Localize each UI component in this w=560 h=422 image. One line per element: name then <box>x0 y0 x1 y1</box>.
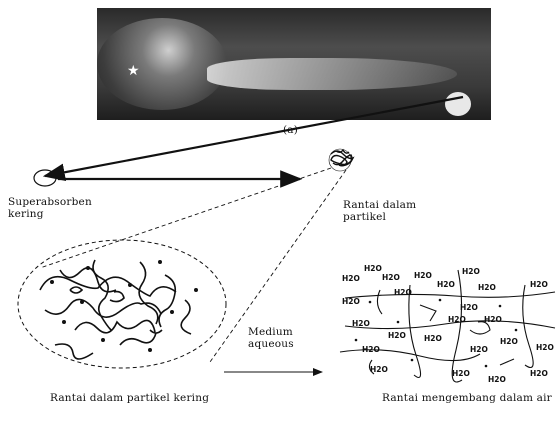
h2o-label: H2O <box>388 331 406 340</box>
h2o-label: H2O <box>342 297 360 306</box>
swollen-chains-label: Rantai mengembang dalam air <box>382 392 560 404</box>
chain-particle <box>329 149 353 171</box>
h2o-label: H2O <box>500 337 518 346</box>
dry-network <box>18 240 226 368</box>
h2o-label: H2O <box>488 375 506 384</box>
h2o-label: H2O <box>462 267 480 276</box>
h2o-label: H2O <box>352 319 370 328</box>
h2o-label: H2O <box>452 369 470 378</box>
h2o-label: H2O <box>536 343 554 352</box>
h2o-label: H2O <box>424 334 442 343</box>
h2o-label: H2O <box>342 274 360 283</box>
h2o-label: H2O <box>484 315 502 324</box>
h2o-label: H2O <box>364 264 382 273</box>
h2o-label: H2O <box>448 315 466 324</box>
photo-to-particle-arrow <box>45 97 463 176</box>
h2o-label: H2O <box>470 345 488 354</box>
h2o-label: H2O <box>394 288 412 297</box>
dry-chains-label: Rantai dalam partikel kering <box>50 392 230 404</box>
h2o-label: H2O <box>362 345 380 354</box>
h2o-label: H2O <box>460 303 478 312</box>
medium-label: Medium aqueous <box>248 326 318 350</box>
chains-in-particle-label: Rantai dalam partikel <box>343 199 453 223</box>
h2o-label: H2O <box>370 365 388 374</box>
h2o-label: H2O <box>530 369 548 378</box>
dry-particle <box>34 170 56 186</box>
h2o-label: H2O <box>382 273 400 282</box>
h2o-label: H2O <box>530 280 548 289</box>
dry-superabsorbent-label: Superabsorben kering <box>8 196 118 220</box>
h2o-label: H2O <box>437 280 455 289</box>
h2o-label: H2O <box>414 271 432 280</box>
h2o-label: H2O <box>478 283 496 292</box>
